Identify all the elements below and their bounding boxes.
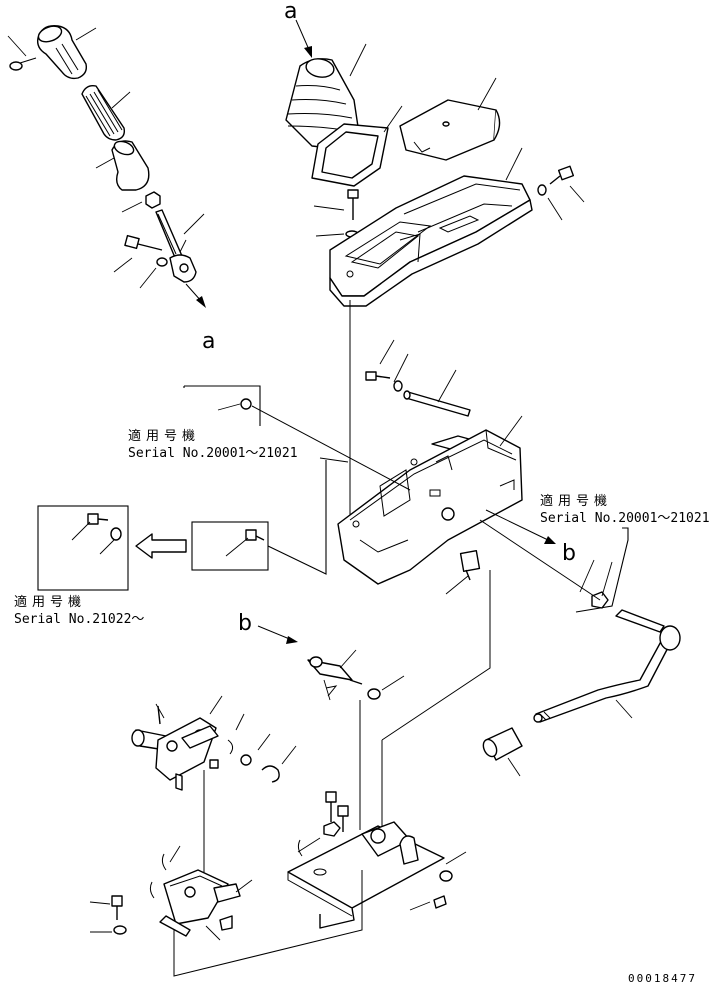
console-top-bolt [313,189,359,238]
hollow-arrow-left [135,533,187,559]
callout-a-top: a [284,0,297,24]
limit-switch [445,550,481,595]
note-lower-left-line2: Serial No.21022～ [14,612,144,627]
control-rod [307,649,405,701]
lever-knob [36,25,97,80]
pin-and-bolt [365,339,471,417]
inset-frame-serial-range [183,385,411,491]
lever-rod [155,209,205,283]
note-upper-right-line2: Serial No.20001～21021 [540,511,710,526]
callout-a-left: a [202,329,215,354]
lever-nut [121,191,161,213]
boot-frame [311,105,403,187]
note-middle-left-line2: Serial No.20001～21021 [128,446,298,461]
lever-assembly-right [479,519,681,777]
lower-console-assembly [337,339,556,595]
console-upper-assembly [285,19,585,520]
grip-tube [482,727,523,777]
arrow-to-a [185,283,206,308]
lever-knob-assembly [7,25,206,308]
arrow-from-b [257,625,298,644]
note-middle-left-line1: 適用号機 [128,428,200,444]
arrow-to-b [485,509,556,544]
console-top-cover [399,77,501,161]
pivot-bracket-lower [149,845,253,941]
knob-screw [7,35,37,71]
lever-top-block [95,140,150,191]
bracket-bolt [89,895,127,935]
lever-pivot-bolt [113,234,168,289]
callout-b-right: b [562,541,576,566]
note-upper-right-line1: 適用号機 [540,493,612,509]
upper-console-housing [329,147,533,307]
pin-clip-parts [175,713,297,791]
lower-linkage-assembly [89,570,491,977]
inset-lower-left [37,460,327,591]
console-side-bolt [537,165,585,221]
lower-console-housing [337,415,523,585]
grip-sleeve [81,84,131,141]
callout-b-left: b [238,611,252,636]
drawing-number: 00018477 [628,972,697,985]
base-plate [287,821,467,929]
pivot-bracket-upper [131,695,223,781]
arrow-from-a [295,19,312,58]
note-lower-left-line1: 適用号機 [14,594,86,610]
shift-lever [533,609,681,723]
